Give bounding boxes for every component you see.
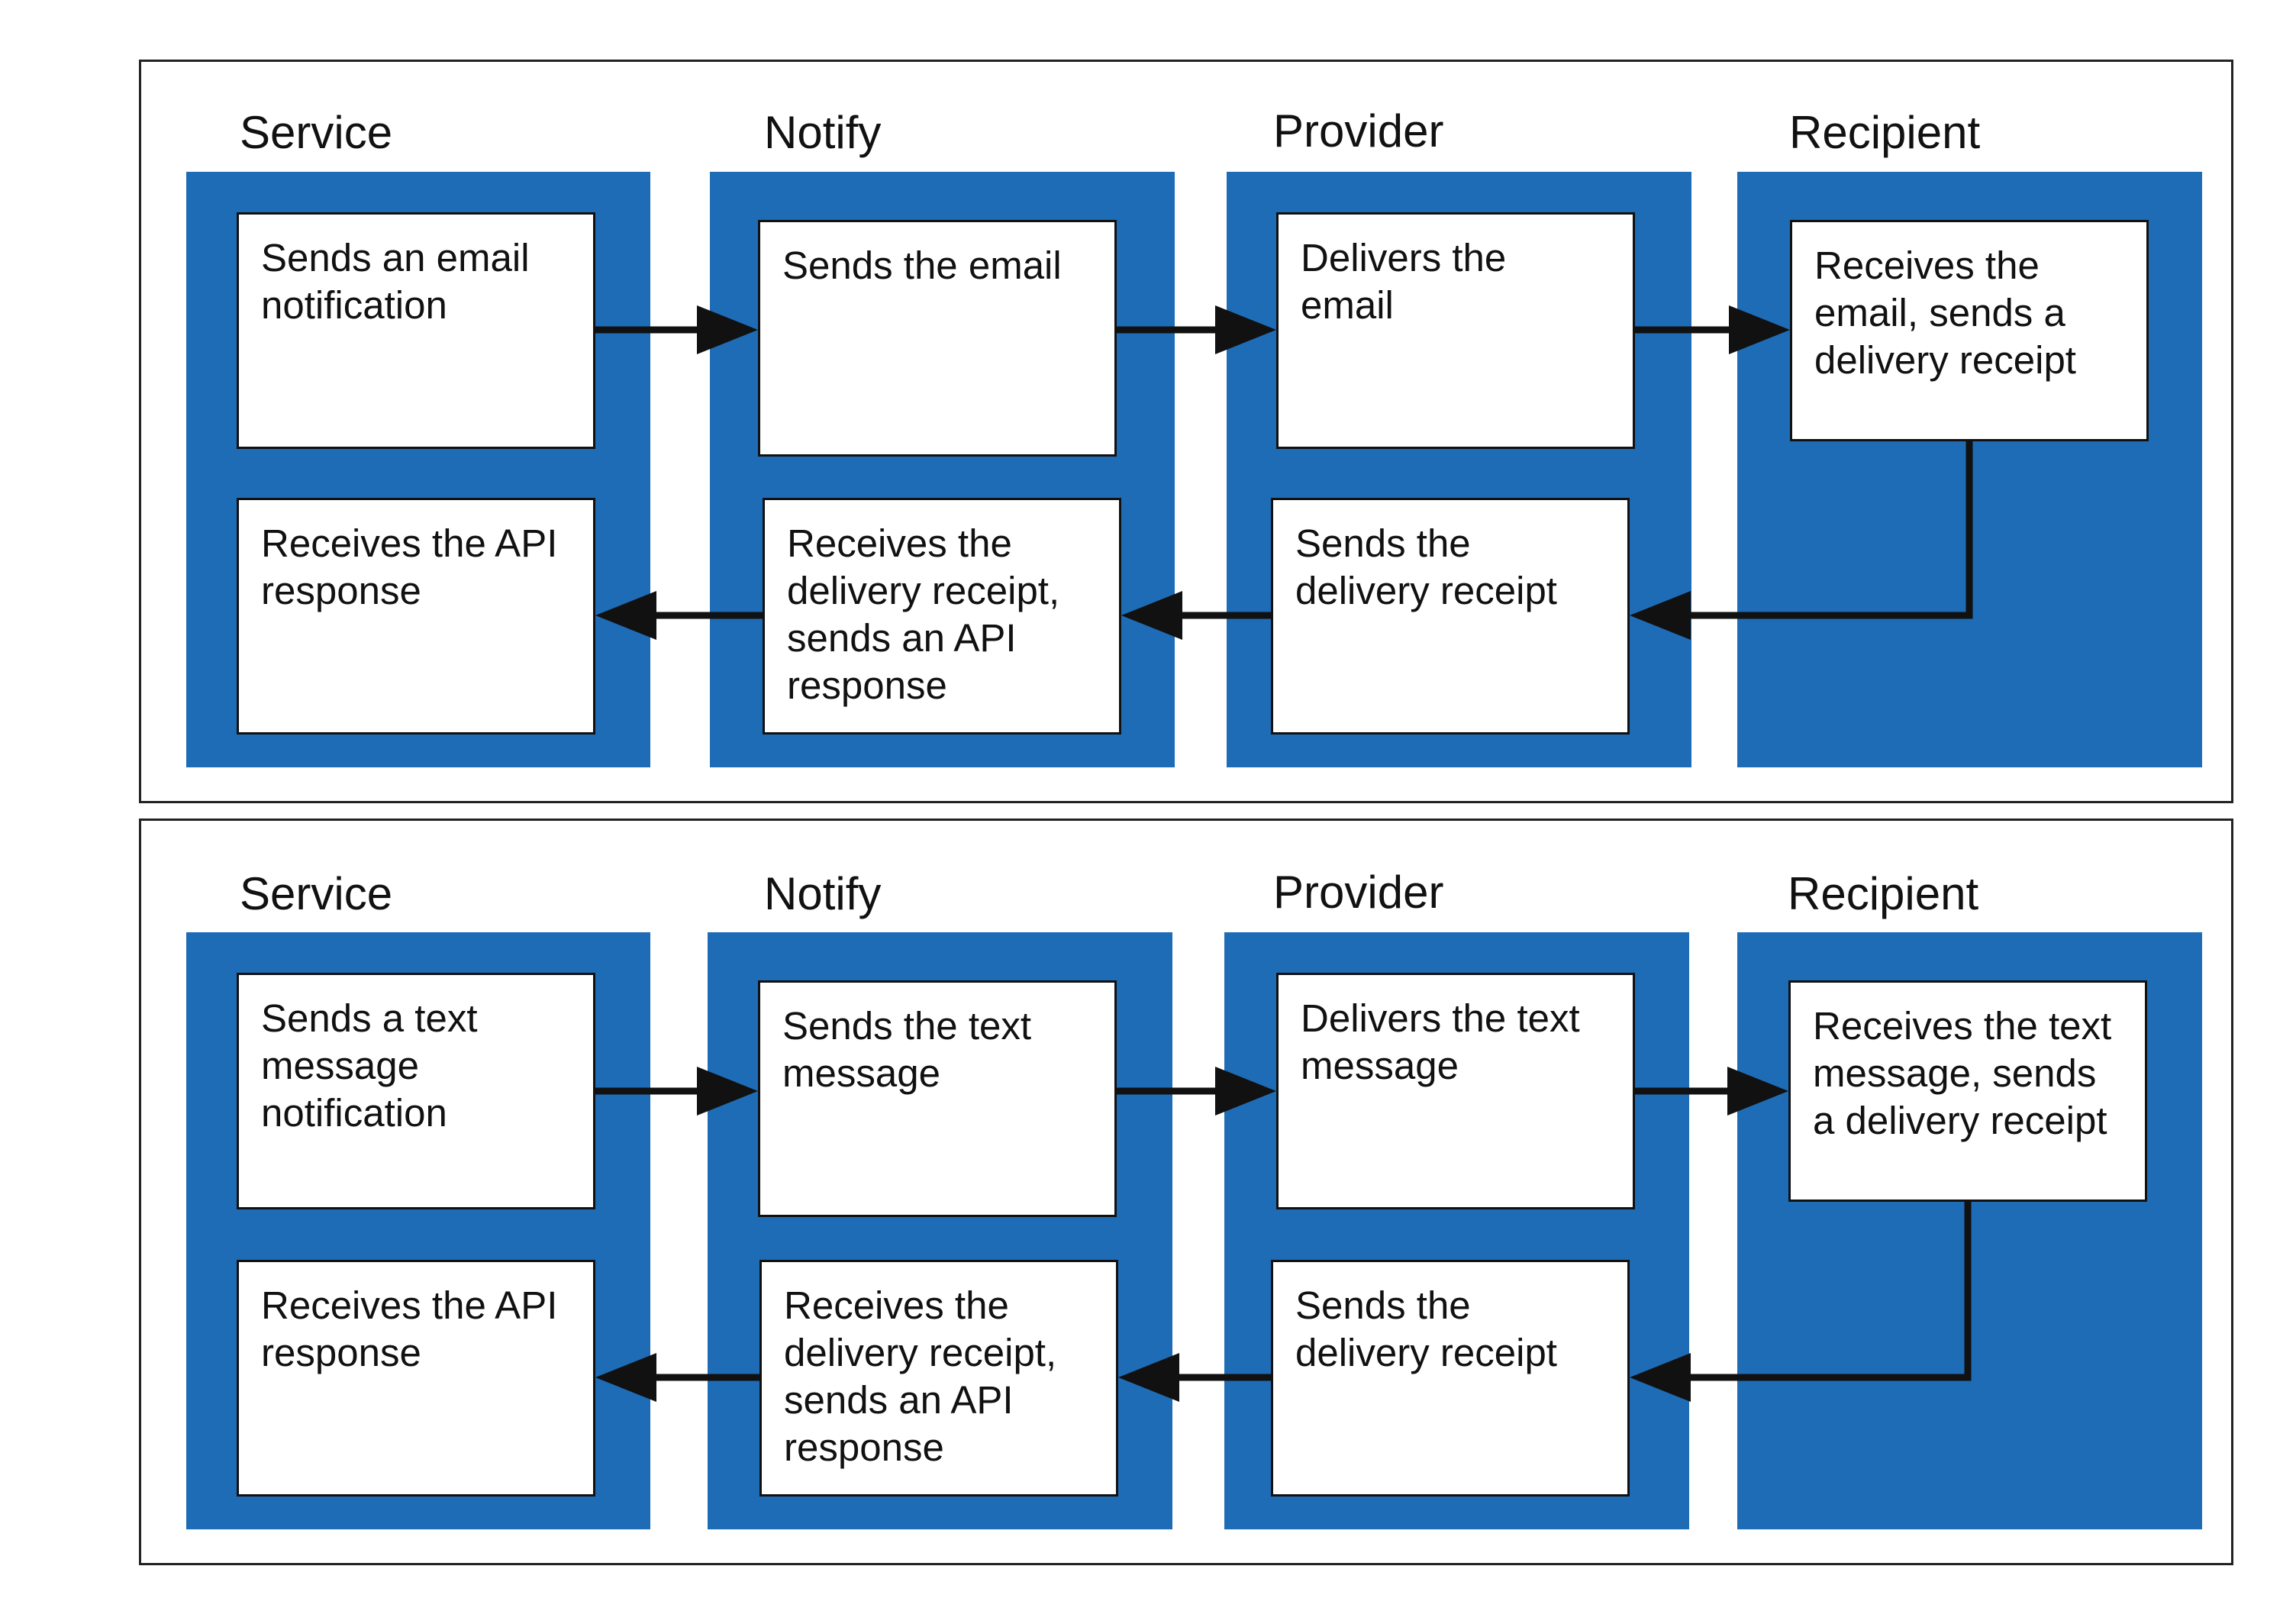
box-notify-receive: Receives the delivery receipt, sends an … [763,498,1121,735]
box-recipient: Receives the email, sends a delivery rec… [1790,220,2149,441]
lane-title-notify: Notify [764,107,882,158]
arrowhead-left [1121,591,1182,640]
lane-title-provider: Provider [1273,105,1444,157]
lane-title-recipient: Recipient [1789,107,1981,158]
arrowhead-left [1630,1353,1691,1402]
arrow-recipient-to-provider [1685,1202,1972,1381]
lane-title-recipient: Recipient [1788,868,1979,919]
arrowhead-left [595,1353,656,1402]
arrowhead-left [1118,1353,1179,1402]
arrowhead-left [1630,591,1691,640]
lane-title-service: Service [240,868,393,919]
box-notify-receive: Receives the delivery receipt, sends an … [759,1260,1118,1497]
arrowhead-right [697,1067,758,1116]
lane-title-provider: Provider [1273,867,1444,918]
arrowhead-right [1727,1067,1788,1116]
box-service-receive: Receives the API response [237,498,595,735]
arrowhead-right [697,305,758,354]
arrowhead-right [1215,1067,1276,1116]
box-notify-send: Sends the email [758,220,1117,457]
box-notify-send: Sends the text message [758,980,1117,1217]
box-provider-receive: Sends the delivery receipt [1271,498,1630,735]
box-service-send: Sends an email notification [237,212,595,449]
box-recipient: Receives the text message, sends a deliv… [1788,980,2147,1202]
arrowhead-right [1729,305,1790,354]
box-service-send: Sends a text message notification [237,973,595,1209]
box-service-receive: Receives the API response [237,1260,595,1497]
lane-title-notify: Notify [764,868,882,919]
arrowhead-left [595,591,656,640]
lane-title-service: Service [240,107,393,158]
box-provider-receive: Sends the delivery receipt [1271,1260,1630,1497]
arrowhead-right [1215,305,1276,354]
box-provider-send: Delivers the text message [1276,973,1635,1209]
box-provider-send: Delivers the email [1276,212,1635,449]
arrow-recipient-to-provider [1685,441,1973,619]
